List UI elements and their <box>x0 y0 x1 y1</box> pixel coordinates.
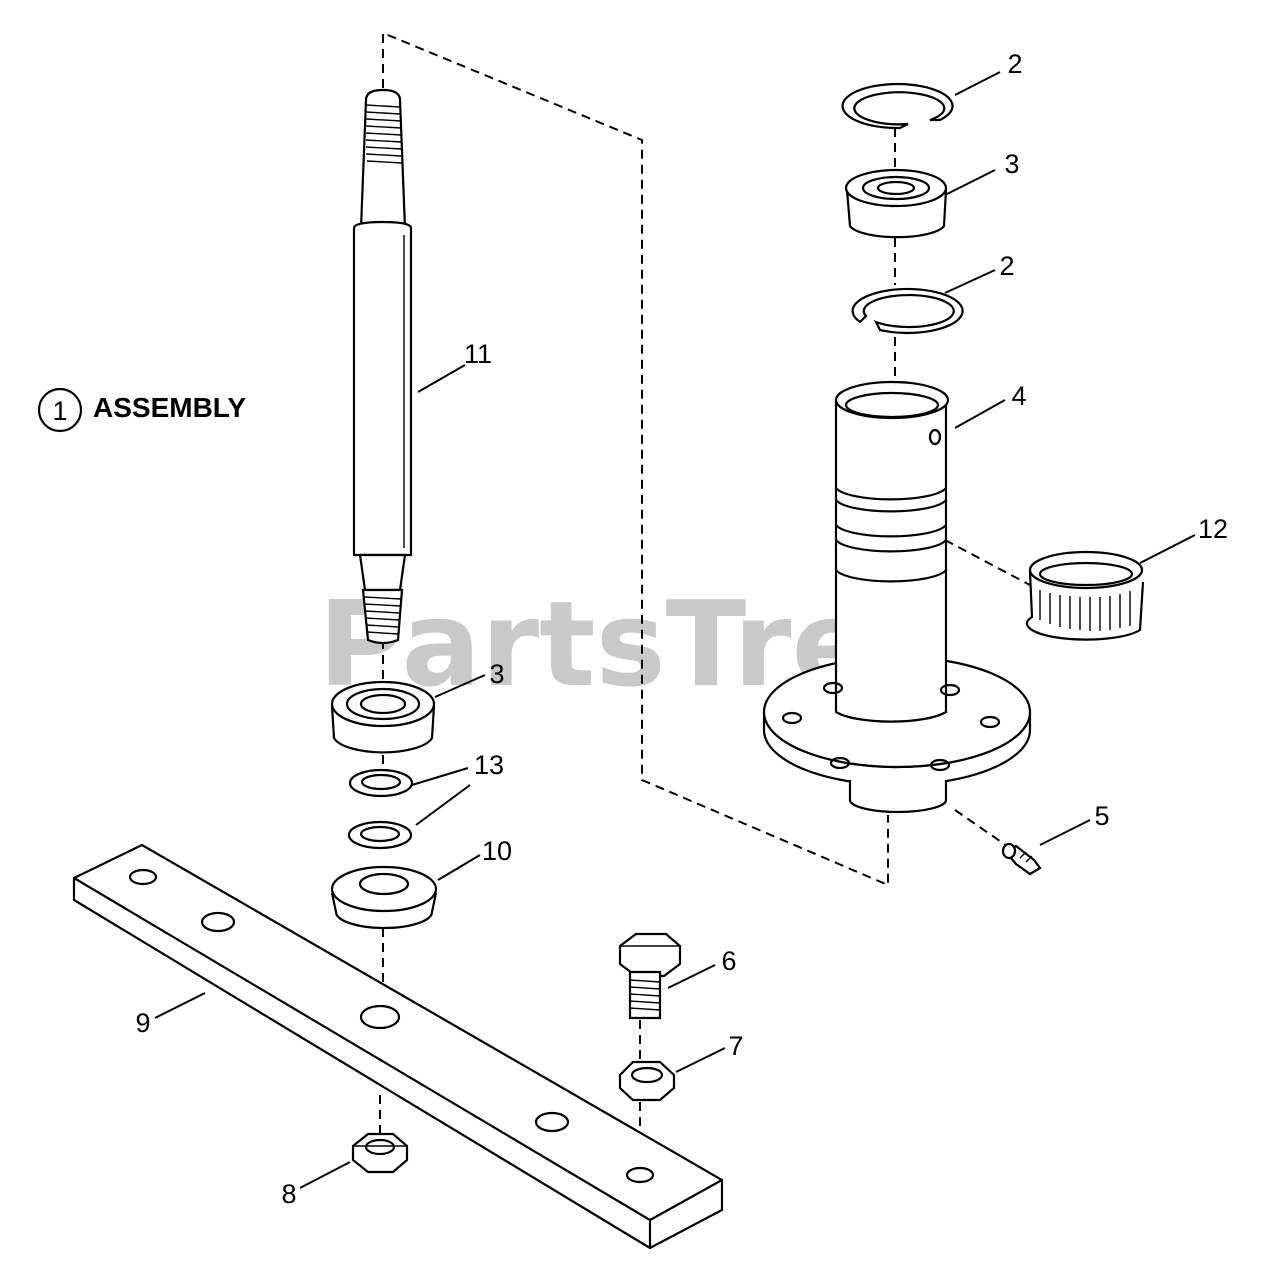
assembly-label: ASSEMBLY <box>93 392 246 423</box>
washers <box>347 768 414 850</box>
assembly-number: 1 <box>52 396 67 426</box>
callout-housing: 4 <box>1011 381 1026 411</box>
callout-spacer: 10 <box>482 836 512 866</box>
callout-bolt: 6 <box>721 946 736 976</box>
spindle-housing <box>762 380 1032 814</box>
housing-fitting-dashed-line <box>954 809 1011 849</box>
spindle-shaft <box>352 88 413 645</box>
shaft-bearing <box>330 680 436 754</box>
bolt-nut <box>618 1060 676 1102</box>
assembly-title: 1 ASSEMBLY <box>37 387 246 433</box>
callout-bearing-top: 3 <box>1004 149 1019 179</box>
leader-lines <box>154 71 1196 1189</box>
callout-shaft-bearing: 3 <box>489 659 504 689</box>
callout-blade: 9 <box>135 1008 150 1038</box>
callout-washer: 13 <box>474 750 504 780</box>
callout-fitting: 5 <box>1094 801 1109 831</box>
housing-sleeve-dashed-line <box>944 539 1031 586</box>
housing-bearing <box>844 168 948 239</box>
snap-ring-middle <box>851 287 964 335</box>
callout-ring-mid: 2 <box>999 251 1014 281</box>
callout-shaft: 11 <box>464 339 492 369</box>
callout-bolt-nut: 7 <box>728 1031 743 1061</box>
bolt <box>618 932 682 1020</box>
blade-nut <box>351 1132 409 1174</box>
shaft-to-housing-dashed-line <box>382 31 889 887</box>
assembly-number-circle <box>37 387 83 433</box>
blade <box>72 843 724 1250</box>
callout-blade-nut: 8 <box>281 1179 296 1209</box>
snap-ring-top <box>841 82 954 130</box>
callout-labels: 2 3 2 4 12 5 6 7 8 9 10 11 3 13 <box>135 49 1228 1209</box>
callout-ring-top: 2 <box>1007 49 1022 79</box>
callout-sleeve: 12 <box>1198 514 1228 544</box>
grease-fitting <box>1001 842 1042 876</box>
spacer <box>330 865 438 930</box>
sleeve <box>1025 550 1145 641</box>
